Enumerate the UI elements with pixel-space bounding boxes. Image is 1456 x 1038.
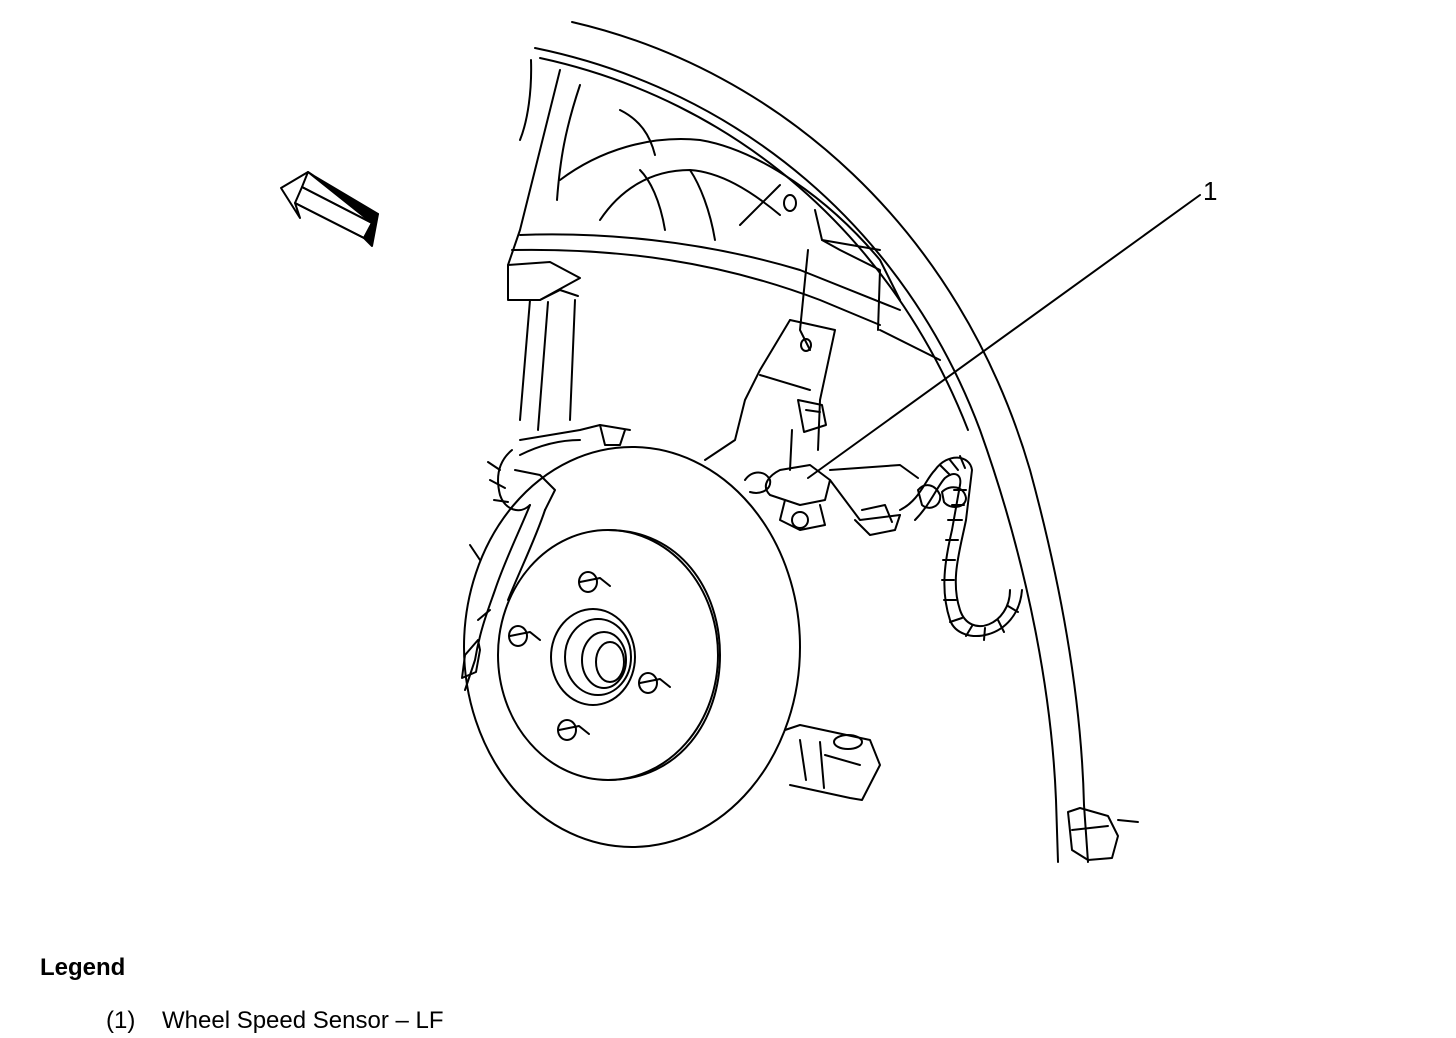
wheel-stud [558, 720, 589, 740]
callout-1-number: 1 [1203, 176, 1217, 206]
brake-rotor [464, 447, 800, 847]
legend-item: (1) Wheel Speed Sensor – LF [106, 1006, 444, 1036]
wheel-well-inner [508, 60, 940, 430]
wheel-stud [509, 626, 540, 646]
front-direction-arrow-icon [281, 172, 378, 246]
fender-outline [535, 22, 1088, 862]
legend-item-label: Wheel Speed Sensor – LF [162, 1007, 444, 1034]
legend: Legend (1) Wheel Speed Sensor – LF [40, 952, 940, 1034]
wheel-hub [509, 572, 670, 740]
callout-1: 1 [808, 176, 1217, 478]
wheel-speed-sensor-illustration: 1 [0, 0, 1217, 930]
legend-item-number: (1) [106, 1007, 136, 1034]
steering-knuckle [705, 320, 918, 535]
wheel-stud [639, 673, 670, 693]
sensor-harness [900, 456, 1022, 640]
legend-title: Legend [40, 954, 126, 981]
brake-hose-left [462, 425, 630, 690]
wheel-stud [579, 572, 610, 592]
lower-bracket [1068, 808, 1138, 860]
lower-knuckle-boss [785, 725, 880, 800]
